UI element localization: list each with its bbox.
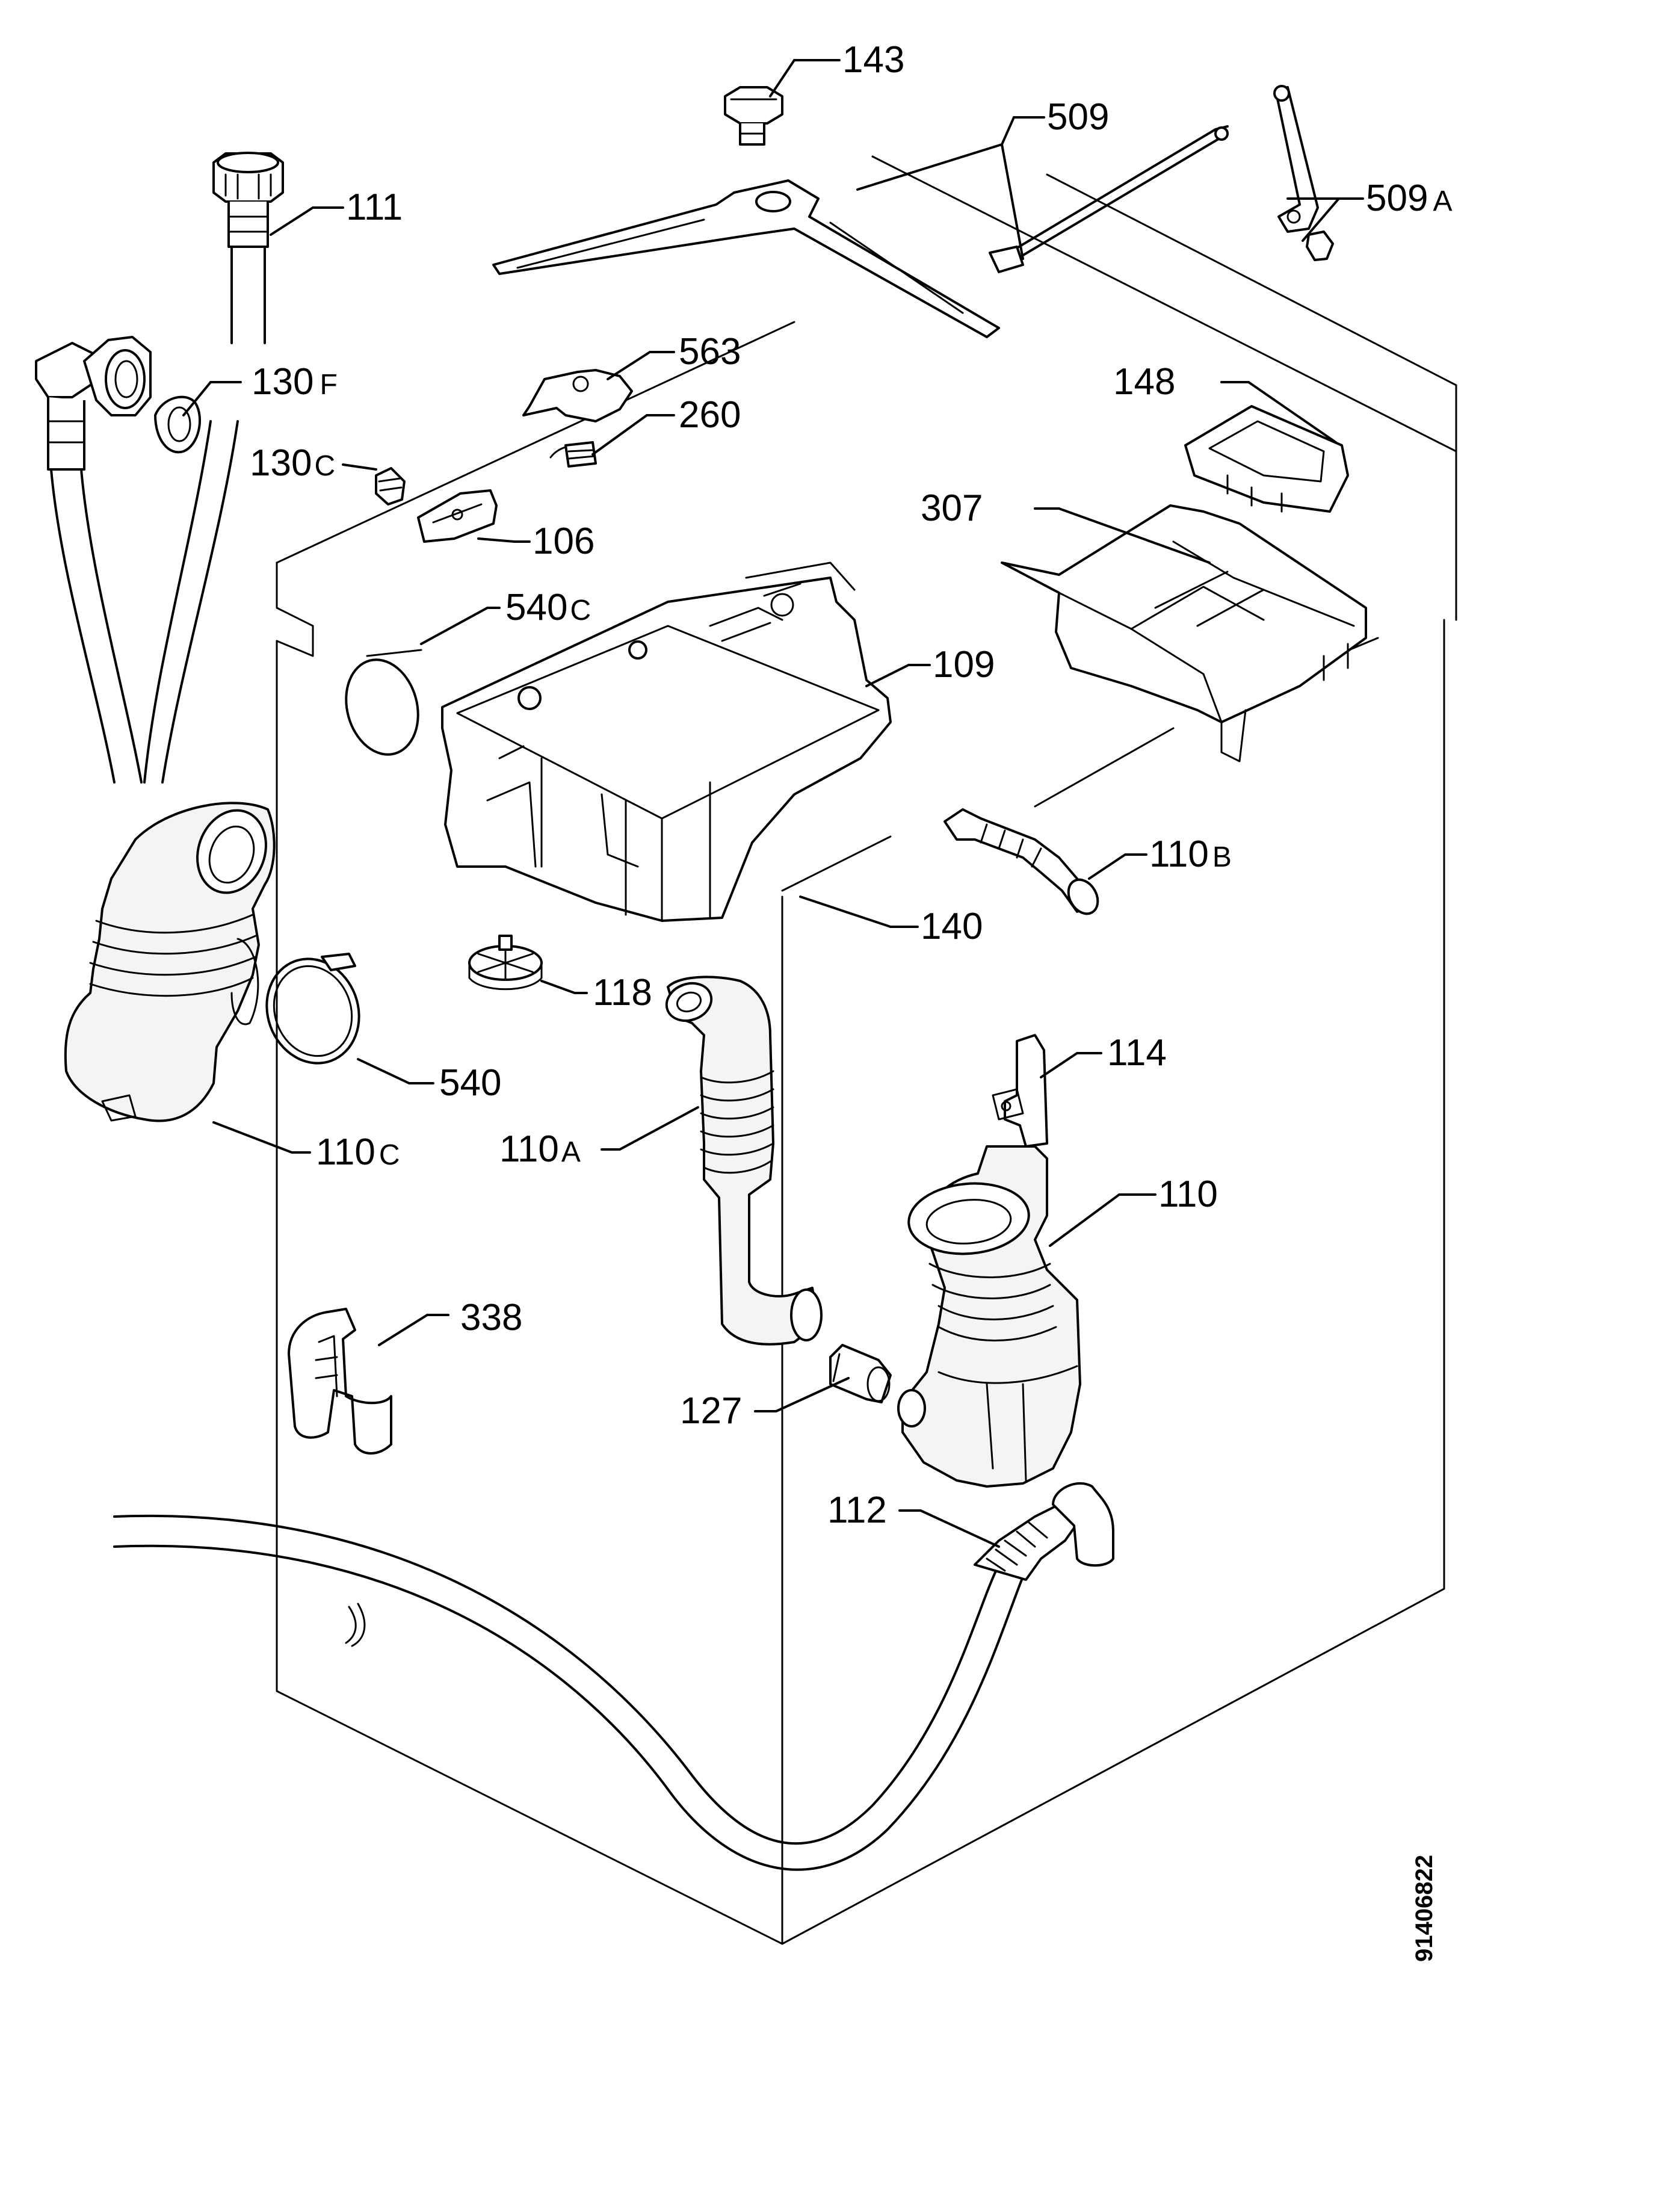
label-509: 509 [1047,96,1109,138]
part-110a-hose [665,976,823,1346]
part-106-cover [417,489,498,543]
label-540: 540 [439,1062,501,1104]
label-106: 106 [533,521,594,562]
part-110b-hose [943,808,1099,915]
part-109-140-dispenser-housing [441,561,892,922]
part-127-connector [829,1344,892,1403]
part-338-clip [288,1308,392,1455]
part-509a-rod-lever [989,85,1334,273]
document-id: 91406822 [1411,1855,1438,1962]
part-148-handle [1184,405,1349,513]
part-118-gear [468,935,543,991]
part-143-knob [724,86,783,146]
part-112-drain-hose [113,1482,1114,1871]
part-509-spreader [492,179,1000,338]
part-130c-nozzle [375,467,406,506]
part-307-drawer [1001,504,1367,762]
label-563: 563 [679,331,741,373]
label-110a: 110A [499,1128,581,1170]
label-140: 140 [921,906,983,947]
label-260: 260 [679,394,741,436]
cabinet-outline [276,155,1457,1945]
label-338: 338 [460,1297,522,1338]
part-563-bracket [522,369,633,422]
label-540c: 540C [505,587,591,628]
part-540c-ring [345,649,422,756]
part-130f-hose-assembly [35,336,239,784]
label-143: 143 [842,39,904,81]
part-540-clamp [265,953,360,1065]
label-307: 307 [921,487,983,529]
label-111: 111 [346,187,403,228]
label-110: 110 [1158,1174,1218,1215]
label-109: 109 [933,644,995,685]
label-130c: 130C [250,442,335,484]
part-260-spring [549,441,597,468]
label-114: 114 [1107,1032,1167,1074]
label-127: 127 [680,1390,742,1432]
part-114-tube [992,1034,1048,1148]
label-118: 118 [593,972,652,1013]
label-112: 112 [827,1489,887,1531]
label-148: 148 [1113,361,1175,403]
part-111-inlet-hose [212,152,284,344]
leader-lines [182,59,1364,1548]
part-110-sump [897,1145,1081,1488]
part-110c-bellows [64,802,276,1122]
